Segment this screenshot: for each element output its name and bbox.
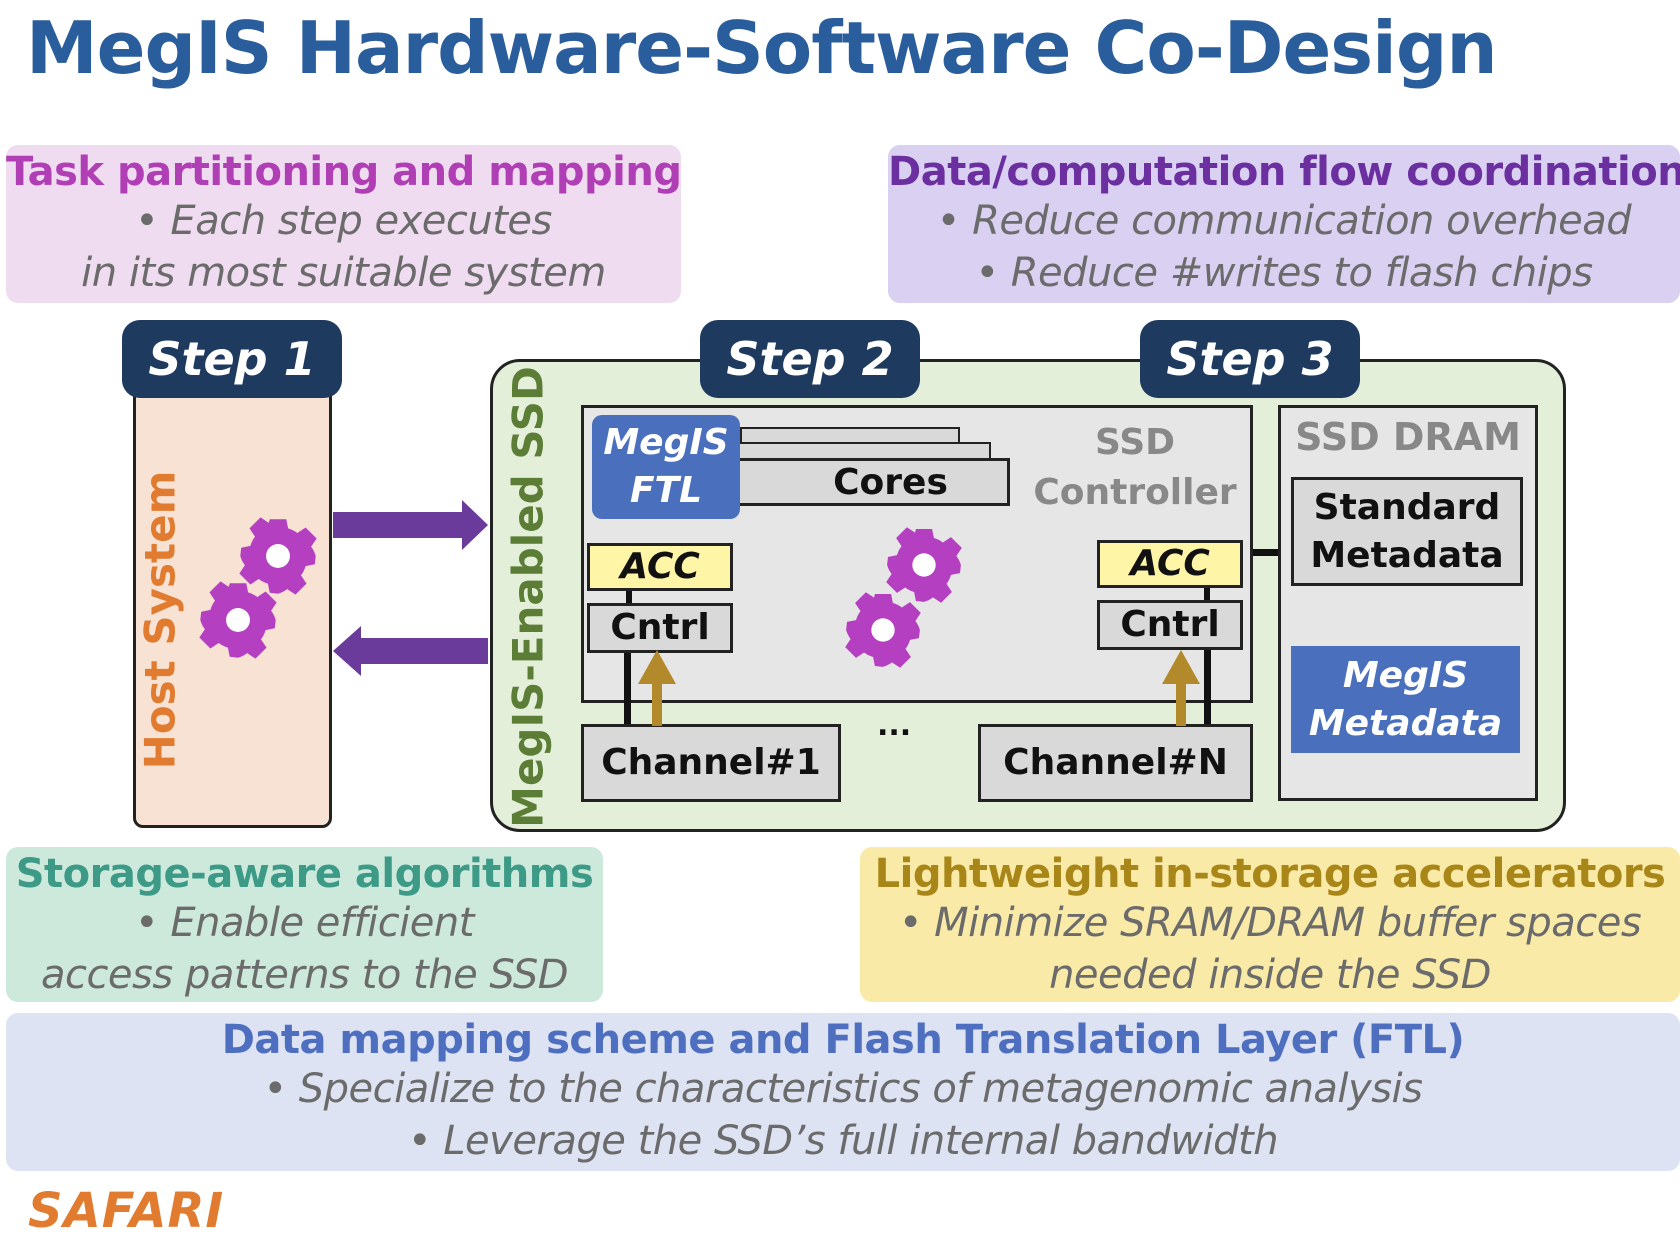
storage-algorithms-line-1: • Enable efficient [135, 900, 474, 946]
task-partitioning-line-1: • Each step executes [135, 198, 552, 244]
ftl-panel: Data mapping scheme and Flash Translatio… [6, 1013, 1680, 1171]
channel-1-box: Channel#1 [581, 724, 841, 802]
flow-coordination-line-1: • Reduce communication overhead [936, 198, 1632, 244]
task-partitioning-line-2: in its most suitable system [81, 250, 606, 296]
ftl-line-1: • Specialize to the characteristics of m… [263, 1066, 1423, 1112]
gear-icon [199, 581, 277, 659]
flow-coordination-line-2: • Reduce #writes to flash chips [975, 250, 1593, 296]
standard-metadata-box: Standard Metadata [1291, 477, 1523, 586]
storage-algorithms-panel: Storage-aware algorithms • Enable effici… [6, 847, 603, 1002]
step-1-tab: Step 1 [122, 320, 342, 398]
arrow-ssd-to-host [333, 626, 488, 676]
up-arrow-right [1162, 650, 1200, 726]
standard-metadata-line-1: Standard [1313, 487, 1501, 528]
connector-cntrl-channel-left [624, 653, 631, 725]
step-2-tab: Step 2 [700, 320, 920, 398]
acc-right: ACC [1097, 540, 1243, 588]
in-storage-accelerators-line-2: needed inside the SSD [1049, 952, 1491, 998]
acc-left: ACC [587, 543, 733, 591]
in-storage-accelerators-line-1: • Minimize SRAM/DRAM buffer spaces [898, 900, 1642, 946]
connector-cntrl-channel-right [1204, 650, 1211, 725]
connector-acc-left [626, 591, 632, 603]
in-storage-accelerators-panel: Lightweight in-storage accelerators • Mi… [860, 847, 1680, 1002]
ssd-controller-label-line-1: SSD [1094, 422, 1176, 463]
step-3-tab: Step 3 [1140, 320, 1360, 398]
gear-icon [239, 517, 317, 595]
arrow-host-to-ssd [333, 500, 488, 550]
megis-metadata-line-1: MegIS [1342, 655, 1469, 696]
gear-icon [845, 592, 921, 668]
ssd-controller-label-line-2: Controller [1033, 472, 1237, 513]
gear-icon [886, 527, 962, 603]
cntrl-left: Cntrl [587, 603, 733, 653]
task-partitioning-heading: Task partitioning and mapping [6, 149, 682, 195]
channel-ellipsis: ... [877, 708, 912, 743]
megis-metadata-box: MegIS Metadata [1291, 646, 1520, 753]
megis-ftl-line-2: FTL [629, 470, 703, 511]
cntrl-right: Cntrl [1097, 600, 1243, 650]
megis-metadata-line-2: Metadata [1308, 703, 1503, 744]
up-arrow-left [638, 650, 676, 726]
storage-algorithms-heading: Storage-aware algorithms [15, 851, 594, 897]
task-partitioning-panel: Task partitioning and mapping • Each ste… [6, 145, 682, 303]
safari-logo: SAFARI [28, 1183, 225, 1239]
ftl-heading: Data mapping scheme and Flash Translatio… [221, 1017, 1465, 1063]
in-storage-accelerators-heading: Lightweight in-storage accelerators [874, 851, 1666, 897]
megis-ftl-line-1: MegIS [603, 422, 729, 463]
ftl-line-2: • Leverage the SSD’s full internal bandw… [407, 1118, 1279, 1164]
ssd-dram-label: SSD DRAM [1295, 415, 1521, 459]
connector-acc-right [1204, 588, 1210, 600]
channel-n-box: Channel#N [978, 724, 1253, 802]
standard-metadata-line-2: Metadata [1310, 535, 1504, 576]
controller-dram-link [1253, 549, 1278, 556]
flow-coordination-heading: Data/computation flow coordination [888, 149, 1680, 195]
megis-ftl-box: MegIS FTL [592, 415, 740, 519]
page-title: MegIS Hardware-Software Co-Design [26, 6, 1498, 90]
storage-algorithms-line-2: access patterns to the SSD [40, 952, 569, 998]
flow-coordination-panel: Data/computation flow coordination • Red… [888, 145, 1680, 303]
ssd-controller-label: SSD Controller [1030, 418, 1240, 518]
